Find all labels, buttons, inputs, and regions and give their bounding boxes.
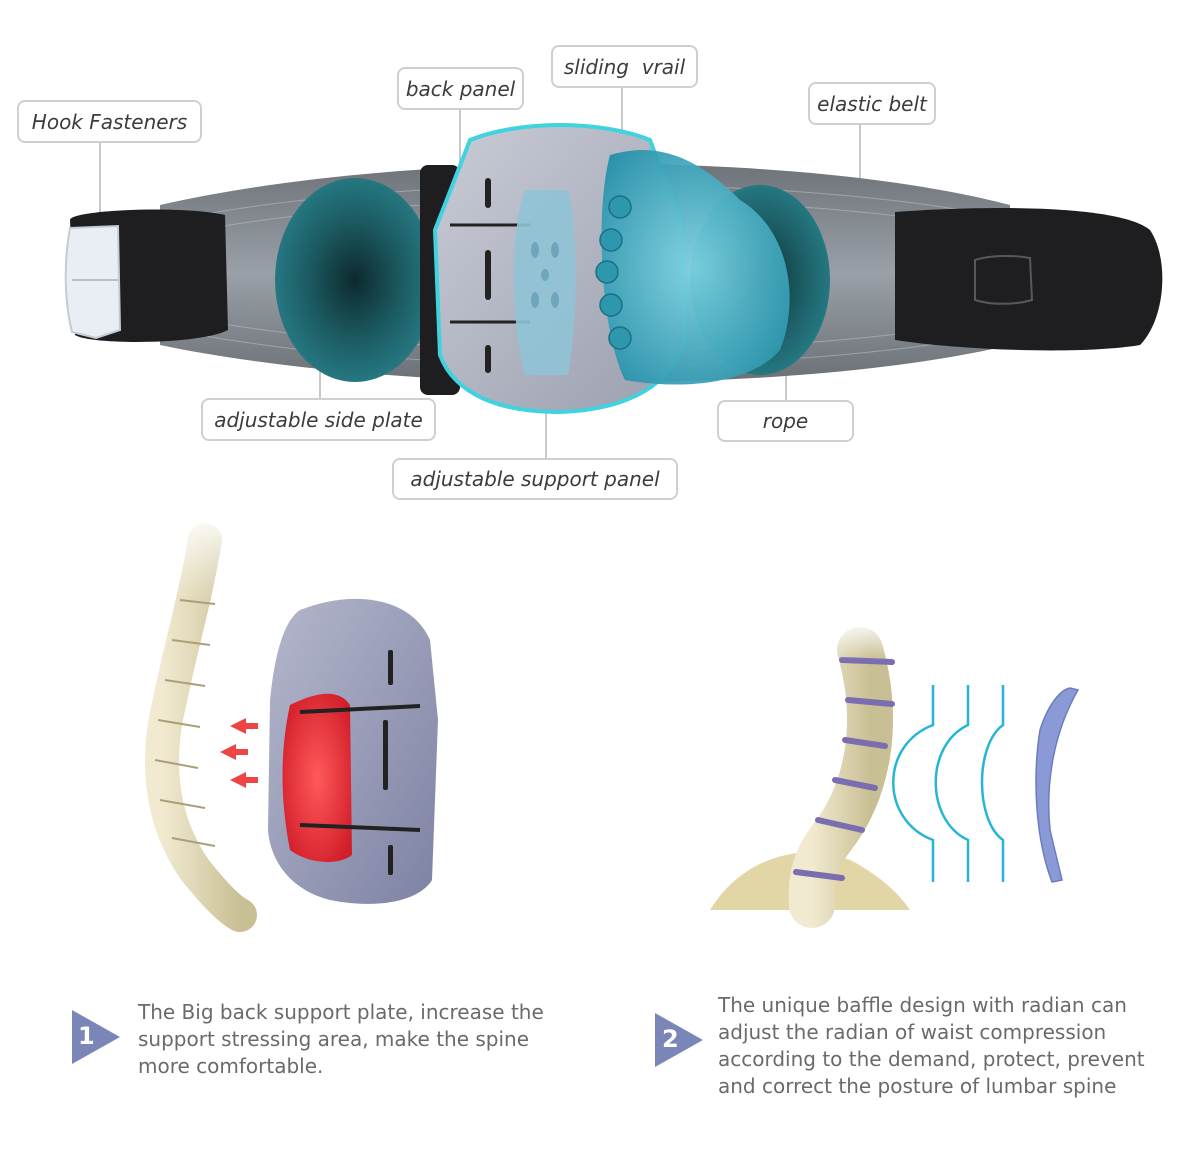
baffle-profile — [1035, 687, 1080, 883]
feature-2-line: adjust the radian of waist compression — [718, 1020, 1107, 1044]
feature-1-line: support stressing area, make the spine — [138, 1027, 530, 1051]
callout-back-panel: back panel — [397, 67, 524, 110]
right-belt-end — [895, 207, 1163, 351]
feature-1-line: The Big back support plate, increase the — [138, 1000, 544, 1024]
step-number-1: 1 — [78, 1022, 95, 1050]
callout-hook-fasteners: Hook Fasteners — [17, 100, 202, 143]
callout-elastic-belt: elastic belt — [808, 82, 936, 125]
heat-panel — [282, 693, 352, 862]
step-number-2: 2 — [662, 1025, 679, 1053]
feature-2-line: and correct the posture of lumbar spine — [718, 1074, 1117, 1098]
callout-adjustable-side-plate: adjustable side plate — [201, 398, 436, 441]
rail-knobs — [595, 195, 632, 350]
callout-adjustable-support-panel: adjustable support panel — [392, 458, 678, 500]
step-badge-2-shape — [655, 1013, 703, 1067]
hook-fastener — [64, 224, 122, 340]
feature-2-line: The unique baffle design with radian can — [718, 993, 1127, 1017]
feature-2-line: according to the demand, protect, preven… — [718, 1047, 1145, 1071]
feature-2-description: The unique baffle design with radian can… — [718, 992, 1158, 1100]
feature-1-description: The Big back support plate, increase the… — [138, 999, 558, 1080]
sliding-vrail-panel — [601, 150, 790, 385]
pressure-arrows — [220, 718, 258, 788]
callout-sliding-vrail: sliding vrail — [551, 45, 698, 88]
spine-illustration-right — [710, 620, 920, 928]
callout-rope: rope — [717, 400, 854, 442]
compression-waves — [892, 685, 1005, 882]
step-badge-1-shape — [72, 1010, 120, 1064]
left-side-pad — [275, 178, 435, 382]
adjustable-support-panel — [513, 190, 576, 375]
spine-illustration-left — [145, 510, 257, 932]
feature-1-line: more comfortable. — [138, 1054, 324, 1078]
